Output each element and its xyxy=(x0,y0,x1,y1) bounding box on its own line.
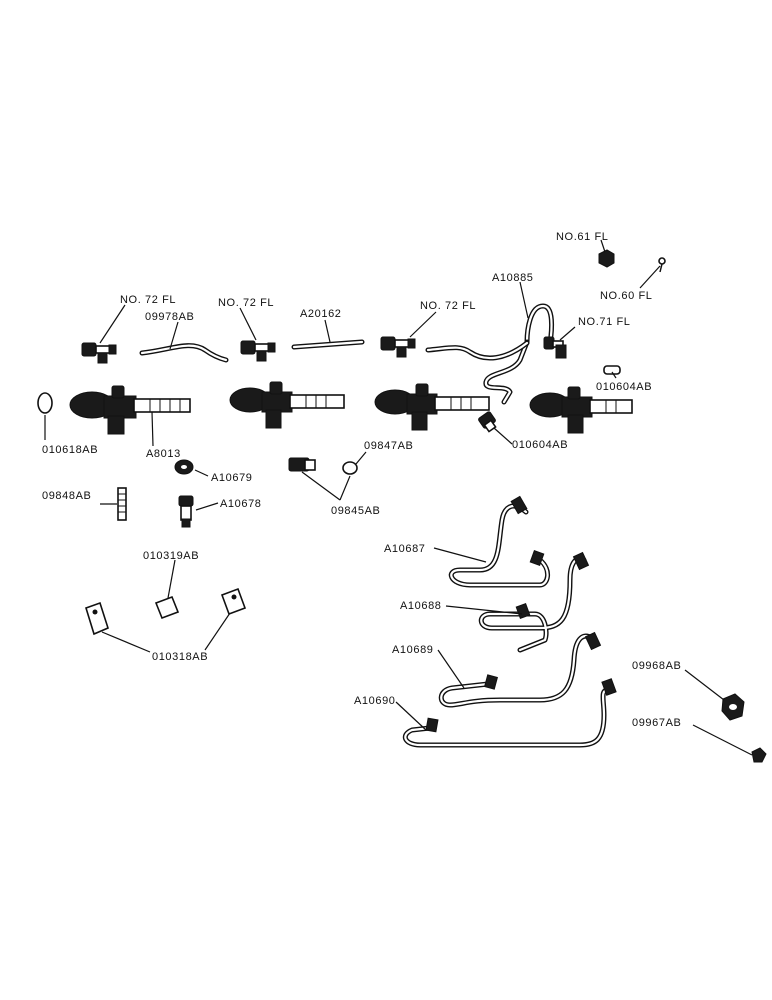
tube-between-tee-and-return-part xyxy=(425,340,530,361)
tube-a20162-part xyxy=(291,339,365,350)
injector-1-part xyxy=(69,385,191,435)
label-010604ab-1: 010604AB xyxy=(596,381,652,393)
injector-2-part xyxy=(229,381,345,429)
fitting-a10678-part xyxy=(178,495,194,528)
return-tube-a10885-part xyxy=(483,303,555,405)
nut-a10679-part xyxy=(174,459,194,475)
nut-no61fl-part xyxy=(598,249,615,268)
label-a10689: A10689 xyxy=(392,644,434,656)
screw-no60fl-part xyxy=(658,257,666,273)
injection-tube-a10689-part xyxy=(438,631,602,708)
label-09845ab: 09845AB xyxy=(331,505,380,517)
label-09847ab: 09847AB xyxy=(364,440,413,452)
label-a10690: A10690 xyxy=(354,695,396,707)
leader-lines xyxy=(44,239,753,756)
label-09848ab: 09848AB xyxy=(42,490,91,502)
injection-tube-a10690-part xyxy=(402,678,617,748)
label-no71fl: NO.71 FL xyxy=(578,316,631,328)
nut-09968ab-part xyxy=(721,693,745,721)
tee-fitting-no71fl-part xyxy=(543,336,567,359)
injection-tube-a10687-part xyxy=(448,495,550,588)
tee-fitting-no72fl-3-part xyxy=(380,336,416,358)
label-a10679: A10679 xyxy=(211,472,253,484)
plug-010604ab-top-part xyxy=(603,365,621,375)
label-a10678: A10678 xyxy=(220,498,262,510)
label-no61fl: NO.61 FL xyxy=(556,231,609,243)
washer-010618ab-part xyxy=(37,392,53,414)
label-a10688: A10688 xyxy=(400,600,442,612)
label-no72fl-1: NO. 72 FL xyxy=(120,294,176,306)
stud-09848ab-part xyxy=(117,487,127,521)
label-a10885: A10885 xyxy=(492,272,534,284)
label-09978ab: 09978AB xyxy=(145,311,194,323)
clamp-010318ab-right-part xyxy=(220,587,247,616)
label-010604ab-2: 010604AB xyxy=(512,439,568,451)
label-09968ab: 09968AB xyxy=(632,660,681,672)
label-a8013: A8013 xyxy=(146,448,181,460)
label-a20162: A20162 xyxy=(300,308,342,320)
tee-fitting-no72fl-2-part xyxy=(240,340,276,362)
washer-09845ab-part xyxy=(342,461,358,475)
fitting-09845ab-part xyxy=(288,457,316,472)
label-a10687: A10687 xyxy=(384,543,426,555)
block-010319ab-part xyxy=(154,595,180,620)
label-010319ab: 010319AB xyxy=(143,550,199,562)
injection-tube-a10688-part xyxy=(478,551,590,653)
label-no60fl: NO.60 FL xyxy=(600,290,653,302)
label-no72fl-3: NO. 72 FL xyxy=(420,300,476,312)
tee-fitting-no72fl-1-part xyxy=(81,342,117,364)
injector-3-part xyxy=(374,383,490,431)
label-no72fl-2: NO. 72 FL xyxy=(218,297,274,309)
clamp-010318ab-left-part xyxy=(85,601,109,636)
injector-4-part xyxy=(529,386,633,434)
label-09967ab: 09967AB xyxy=(632,717,681,729)
fitting-09967ab-part xyxy=(751,747,767,763)
plug-010604ab-mid-part xyxy=(478,411,497,433)
label-010618ab: 010618AB xyxy=(42,444,98,456)
label-010318ab: 010318AB xyxy=(152,651,208,663)
tube-09978ab-part xyxy=(139,343,229,363)
